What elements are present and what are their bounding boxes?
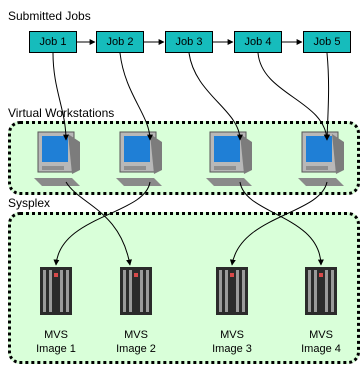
mvs-label-2-line1: MVS [124, 329, 148, 341]
job-4: Job 4 [234, 31, 282, 53]
job-5: Job 5 [303, 31, 351, 53]
mvs-label-2: MVS Image 2 [106, 328, 166, 356]
job-1: Job 1 [29, 31, 77, 53]
workstation-icon-2 [116, 131, 162, 186]
workstation-icon-3 [206, 131, 252, 186]
mainframe-icon-4 [305, 267, 337, 315]
virtual-workstations-label: Virtual Workstations [8, 106, 115, 120]
sysplex-label: Sysplex [8, 196, 51, 210]
workstation-icon-1 [34, 131, 80, 186]
mvs-label-1-line1: MVS [44, 329, 68, 341]
mvs-label-3-line2: Image 3 [212, 343, 252, 355]
mvs-label-2-line2: Image 2 [116, 343, 156, 355]
job-3: Job 3 [165, 31, 213, 53]
mvs-label-4: MVS Image 4 [291, 328, 351, 356]
workstation-icon-4 [298, 131, 344, 186]
mvs-label-3: MVS Image 3 [202, 328, 262, 356]
job-2: Job 2 [96, 31, 144, 53]
mainframe-icon-3 [216, 267, 248, 315]
submitted-jobs-label: Submitted Jobs [8, 9, 91, 23]
mvs-label-1-line2: Image 1 [36, 343, 76, 355]
mvs-label-3-line1: MVS [220, 329, 244, 341]
mvs-label-4-line2: Image 4 [301, 343, 341, 355]
mainframe-icon-1 [40, 267, 72, 315]
mainframe-icon-2 [120, 267, 152, 315]
mvs-label-1: MVS Image 1 [26, 328, 86, 356]
mvs-label-4-line1: MVS [309, 329, 333, 341]
